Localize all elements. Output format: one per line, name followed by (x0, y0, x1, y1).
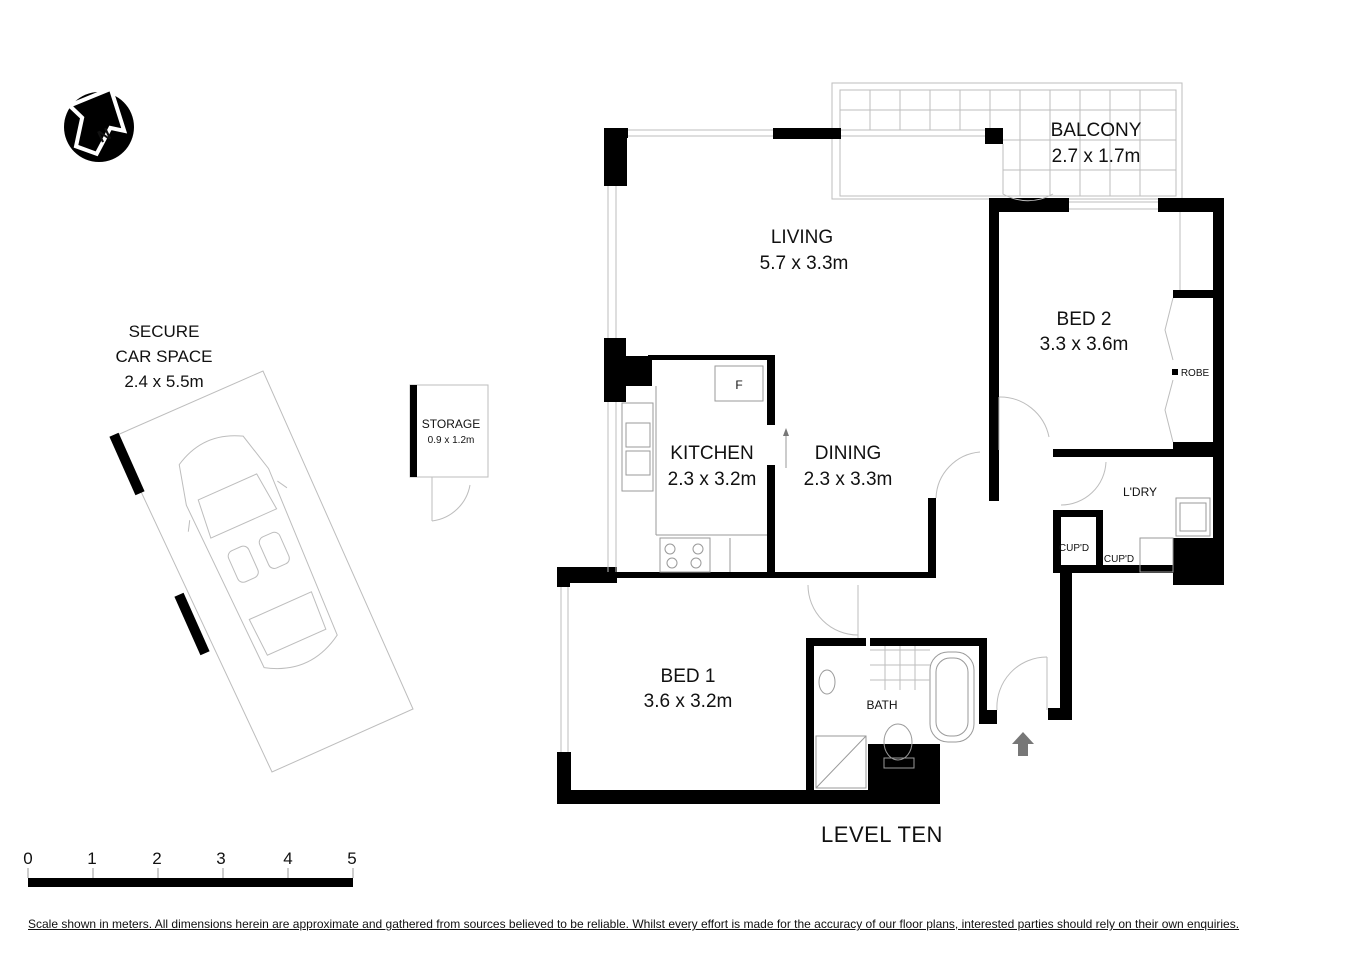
balcony: BALCONY 2.7 x 1.7m (831, 82, 1183, 200)
living-dims: 5.7 x 3.3m (760, 253, 849, 274)
bed1-dims: 3.6 x 3.2m (644, 691, 733, 712)
dining-label: DINING (815, 443, 882, 464)
bath-label: BATH (866, 698, 897, 712)
cupd-label-1: CUP'D (1059, 543, 1089, 554)
dining-dims: 2.3 x 3.3m (804, 469, 893, 490)
balcony-dims: 2.7 x 1.7m (1052, 146, 1141, 167)
car-space: SECURE CAR SPACE 2.4 x 5.5m (109, 322, 414, 773)
scale-tick-0: 0 (23, 849, 32, 868)
bed2-dims: 3.3 x 3.6m (1040, 334, 1129, 355)
kitchen-dims: 2.3 x 3.2m (668, 469, 757, 490)
bath-fixtures (815, 646, 975, 789)
scale-tick-3: 3 (216, 849, 225, 868)
storage-room: STORAGE 0.9 x 1.2m (409, 384, 489, 522)
living-label: LIVING (771, 227, 833, 248)
fridge-label: F (735, 378, 742, 392)
scale-tick-5: 5 (347, 849, 356, 868)
entry-arrow-icon (1012, 732, 1034, 756)
balcony-label: BALCONY (1051, 120, 1142, 141)
robe-label: ROBE (1181, 368, 1210, 379)
windows (560, 129, 1181, 752)
bed1-label: BED 1 (661, 666, 716, 687)
storage-label: STORAGE (422, 417, 480, 431)
laundry-label: L'DRY (1123, 485, 1157, 499)
scale-tick-1: 1 (87, 849, 96, 868)
laundry-fixtures (1139, 497, 1211, 573)
disclaimer-text: Scale shown in meters. All dimensions he… (28, 917, 1240, 931)
kitchen-fixtures: F (621, 365, 789, 573)
scale-tick-4: 4 (283, 849, 292, 868)
north-arrow-icon: N (64, 86, 134, 162)
level-title: LEVEL TEN (821, 822, 943, 847)
cupd-label-2: CUP'D (1104, 554, 1134, 565)
walls (557, 128, 1224, 804)
car-space-label-2: CAR SPACE (116, 347, 213, 366)
car-space-label-1: SECURE (129, 322, 200, 341)
car-space-dims: 2.4 x 5.5m (124, 372, 203, 391)
car-icon (178, 435, 338, 669)
kitchen-label: KITCHEN (670, 443, 753, 464)
robe-marker (1172, 369, 1178, 375)
scale-tick-2: 2 (152, 849, 161, 868)
door-swings (807, 144, 1174, 711)
scale-bar: 0 1 2 3 4 5 (23, 849, 357, 887)
bed2-label: BED 2 (1057, 309, 1112, 330)
storage-dims: 0.9 x 1.2m (428, 435, 475, 446)
